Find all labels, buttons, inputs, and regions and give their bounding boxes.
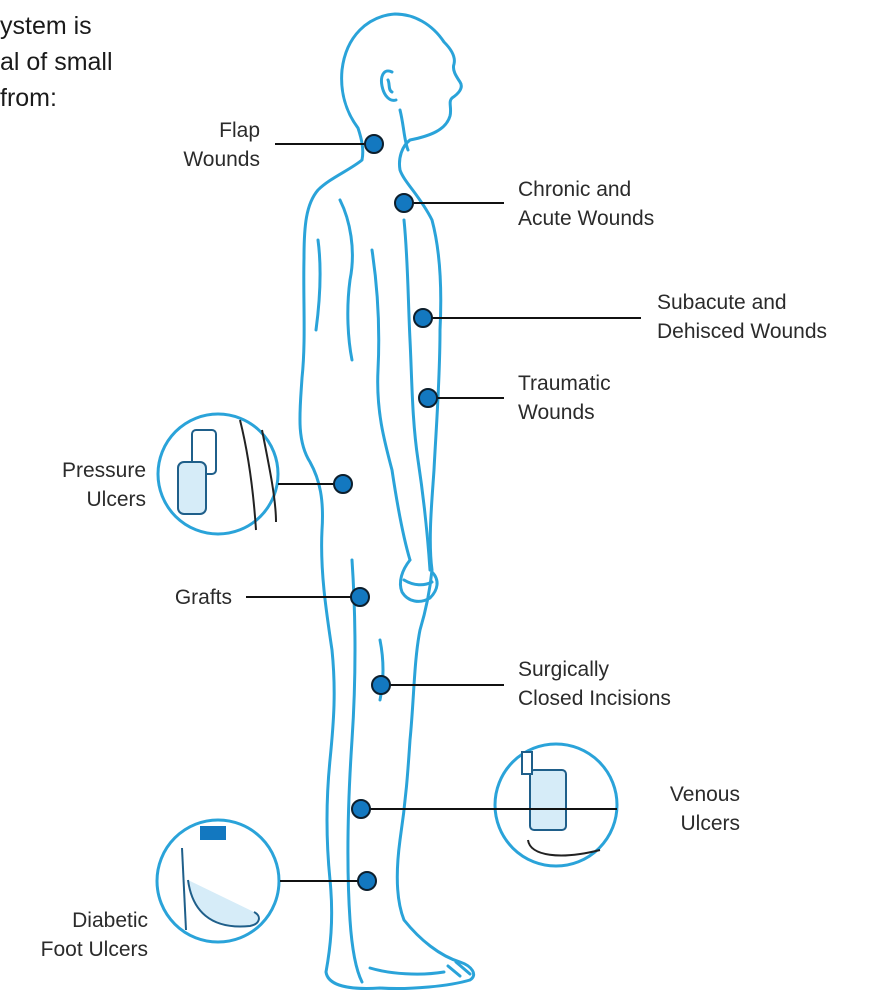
venous-ulcer-inset [495, 744, 617, 866]
label-traumatic-line1: Traumatic [518, 369, 611, 398]
marker-venous [352, 800, 370, 818]
label-chronic-line1: Chronic and [518, 175, 654, 204]
marker-flap [365, 135, 383, 153]
label-venous-ulcers: Venous Ulcers [640, 780, 740, 838]
label-diabetic-line1: Diabetic [10, 906, 148, 935]
label-flap-line2: Wounds [160, 145, 260, 174]
marker-surgical [372, 676, 390, 694]
label-diabetic-line2: Foot Ulcers [10, 935, 148, 964]
label-chronic-line2: Acute Wounds [518, 204, 654, 233]
diabetic-ulcer-inset [157, 820, 279, 942]
label-surgical-line2: Closed Incisions [518, 684, 671, 713]
label-diabetic-foot-ulcers: Diabetic Foot Ulcers [10, 906, 148, 964]
label-subacute-line1: Subacute and [657, 288, 827, 317]
label-grafts: Grafts [130, 583, 232, 612]
label-subacute-line2: Dehisced Wounds [657, 317, 827, 346]
label-pressure-line1: Pressure [40, 456, 146, 485]
label-chronic-acute: Chronic and Acute Wounds [518, 175, 654, 233]
label-surgical-line1: Surgically [518, 655, 671, 684]
human-figure [300, 14, 474, 989]
marker-diabetic [358, 872, 376, 890]
marker-grafts [351, 588, 369, 606]
pressure-ulcer-inset [158, 414, 278, 534]
label-pressure-ulcers: Pressure Ulcers [40, 456, 146, 514]
label-grafts-line1: Grafts [130, 583, 232, 612]
label-surgical-incisions: Surgically Closed Incisions [518, 655, 671, 713]
marker-subacute [414, 309, 432, 327]
label-traumatic: Traumatic Wounds [518, 369, 611, 427]
marker-pressure [334, 475, 352, 493]
label-flap-wounds: Flap Wounds [160, 116, 260, 174]
marker-traumatic [419, 389, 437, 407]
label-flap-line1: Flap [160, 116, 260, 145]
label-pressure-line2: Ulcers [40, 485, 146, 514]
label-traumatic-line2: Wounds [518, 398, 611, 427]
marker-chronic [395, 194, 413, 212]
label-venous-line1: Venous [640, 780, 740, 809]
label-venous-line2: Ulcers [640, 809, 740, 838]
label-subacute-dehisced: Subacute and Dehisced Wounds [657, 288, 827, 346]
